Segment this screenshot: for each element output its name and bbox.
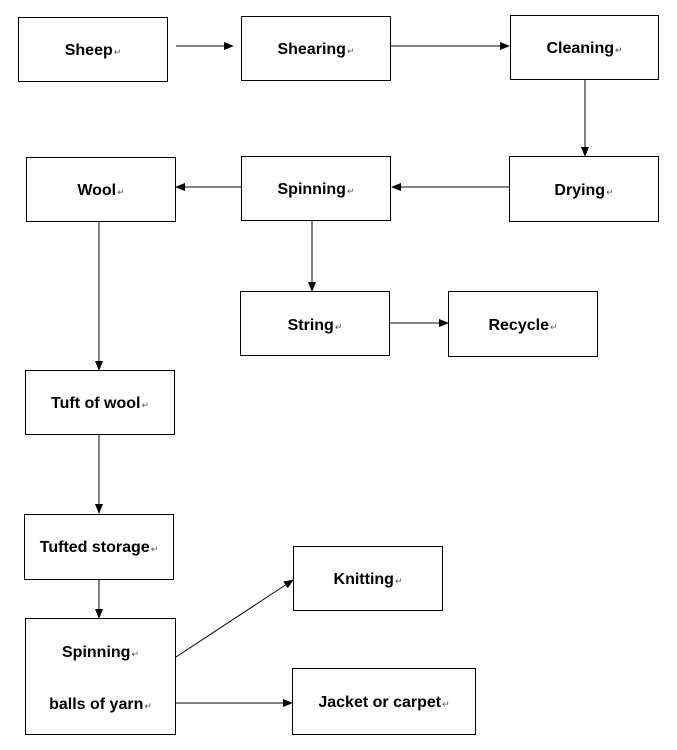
node-wool-label: Wool	[77, 182, 117, 199]
node-sheep: Sheep↵	[18, 17, 168, 82]
node-cleaning-label: Cleaning	[546, 40, 614, 57]
node-shearing: Shearing↵	[241, 16, 391, 81]
return-mark: ↵	[113, 47, 122, 57]
return-mark: ↵	[144, 701, 152, 711]
node-jacket-or-carpet: Jacket or carpet↵	[292, 668, 476, 735]
node-shearing-label: Shearing	[277, 41, 346, 58]
return-mark: ↵	[150, 544, 159, 554]
return-mark: ↵	[141, 400, 149, 410]
return-mark: ↵	[442, 699, 450, 709]
node-knitting-label: Knitting	[333, 571, 394, 588]
return-mark: ↵	[117, 187, 125, 197]
node-tufted-storage: Tufted storage↵	[24, 514, 174, 580]
return-mark: ↵	[549, 322, 558, 332]
return-mark: ↵	[394, 576, 403, 586]
node-spinning-label: Spinning	[277, 181, 346, 198]
node-recycle: Recycle↵	[448, 291, 598, 357]
return-mark: ↵	[334, 322, 343, 332]
node-spinning: Spinning↵	[241, 156, 391, 221]
node-spinning-balls-of-yarn: Spinning↵ balls of yarn↵	[25, 618, 176, 735]
node-spinning-balls-label-line2: balls of yarn	[49, 696, 144, 713]
node-string: String↵	[240, 291, 390, 356]
return-mark: ↵	[131, 649, 139, 659]
node-drying: Drying↵	[509, 156, 659, 222]
node-tufted-storage-label: Tufted storage	[39, 539, 150, 556]
return-mark: ↵	[346, 46, 355, 56]
node-cleaning: Cleaning↵	[510, 15, 659, 80]
node-spinning-balls-label-line1: Spinning	[62, 644, 131, 661]
arrow-spinning-balls-to-knitting	[175, 579, 294, 658]
node-string-label: String	[287, 317, 334, 334]
node-recycle-label: Recycle	[488, 317, 549, 334]
node-tuft-of-wool: Tuft of wool↵	[25, 370, 175, 435]
node-wool: Wool↵	[26, 157, 176, 222]
node-tuft-of-wool-label: Tuft of wool	[51, 395, 141, 412]
return-mark: ↵	[606, 187, 614, 197]
node-knitting: Knitting↵	[293, 546, 443, 611]
node-drying-label: Drying	[554, 182, 606, 199]
node-jacket-or-carpet-label: Jacket or carpet	[318, 694, 442, 711]
return-mark: ↵	[346, 186, 355, 196]
node-sheep-label: Sheep	[64, 42, 113, 59]
return-mark: ↵	[615, 45, 623, 55]
